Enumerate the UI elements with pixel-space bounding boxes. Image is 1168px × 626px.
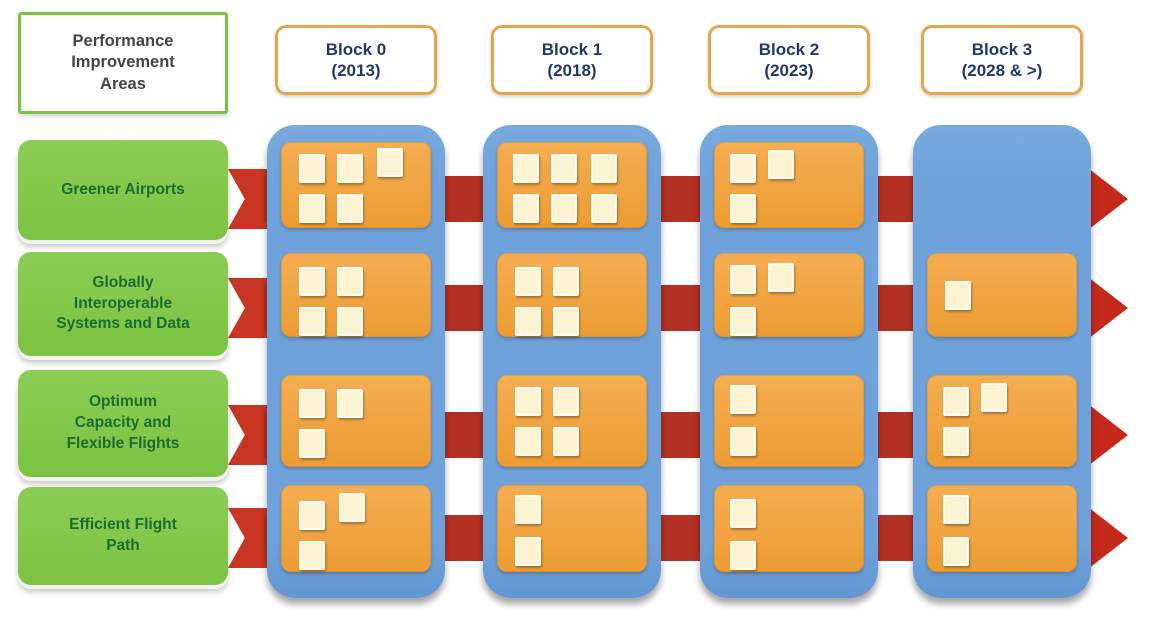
block2-title: Block 2 bbox=[758, 39, 820, 59]
module-box-block0-optimum-capacity-and-flexible-flights bbox=[281, 375, 431, 467]
module-square bbox=[515, 537, 541, 566]
block-header-block3: Block 3 (2028 & >) bbox=[921, 25, 1083, 95]
module-box-block3-optimum-capacity-and-flexible-flights bbox=[927, 375, 1077, 467]
module-square bbox=[943, 537, 969, 566]
module-square bbox=[299, 429, 325, 458]
module-square bbox=[337, 154, 363, 183]
module-square bbox=[515, 427, 541, 456]
module-square bbox=[730, 154, 756, 183]
block-header-block2: Block 2 (2023) bbox=[708, 25, 870, 95]
module-square bbox=[513, 154, 539, 183]
module-square bbox=[299, 307, 325, 336]
module-square bbox=[730, 194, 756, 223]
module-box-block3-efficient-flight-path bbox=[927, 485, 1077, 572]
module-box-block3-globally-interoperable-systems-and-data bbox=[927, 253, 1077, 337]
module-square bbox=[299, 267, 325, 296]
module-box-block2-globally-interoperable-systems-and-data bbox=[714, 253, 864, 337]
module-box-block1-efficient-flight-path bbox=[497, 485, 647, 572]
module-box-block0-greener-airports bbox=[281, 142, 431, 228]
module-square bbox=[730, 427, 756, 456]
module-square bbox=[553, 267, 579, 296]
row-label-greener-airports: Greener Airports bbox=[18, 140, 228, 240]
block-column-block1 bbox=[483, 125, 661, 598]
block-column-block0 bbox=[267, 125, 445, 598]
row-label-text: Optimum Capacity and Flexible Flights bbox=[66, 393, 180, 452]
module-square bbox=[339, 493, 365, 522]
module-square bbox=[981, 383, 1007, 412]
module-square bbox=[553, 307, 579, 336]
arrow-head-icon bbox=[1088, 404, 1128, 466]
module-square bbox=[513, 194, 539, 223]
module-box-block1-optimum-capacity-and-flexible-flights bbox=[497, 375, 647, 467]
block1-year: (2018) bbox=[547, 61, 597, 80]
block3-title: Block 3 bbox=[971, 39, 1033, 59]
row-label-optimum-capacity-and-flexible-flights: Optimum Capacity and Flexible Flights bbox=[18, 370, 228, 477]
block-column-block3 bbox=[913, 125, 1091, 598]
module-square bbox=[730, 307, 756, 336]
module-square bbox=[943, 495, 969, 524]
module-square bbox=[730, 385, 756, 414]
module-square bbox=[377, 148, 403, 177]
row-label-globally-interoperable-systems-and-data: Globally Interoperable Systems and Data bbox=[18, 252, 228, 356]
module-square bbox=[768, 150, 794, 179]
arrow-head-icon bbox=[1088, 277, 1128, 339]
row-label-text: Globally Interoperable Systems and Data bbox=[56, 273, 190, 333]
module-box-block2-efficient-flight-path bbox=[714, 485, 864, 572]
block-column-block2 bbox=[700, 125, 878, 598]
module-box-block0-efficient-flight-path bbox=[281, 485, 431, 572]
module-box-block0-globally-interoperable-systems-and-data bbox=[281, 253, 431, 337]
block0-year: (2013) bbox=[331, 61, 381, 80]
row-label-text: Greener Airports bbox=[61, 180, 185, 198]
module-square bbox=[515, 387, 541, 416]
arrow-head-icon bbox=[1088, 507, 1128, 569]
pia-label: Performance Improvement Areas bbox=[71, 31, 175, 93]
module-box-block1-greener-airports bbox=[497, 142, 647, 228]
arrow-head-icon bbox=[1088, 168, 1128, 230]
module-square bbox=[299, 154, 325, 183]
module-square bbox=[551, 154, 577, 183]
module-square bbox=[943, 427, 969, 456]
module-square bbox=[299, 194, 325, 223]
module-square bbox=[337, 267, 363, 296]
module-square bbox=[337, 194, 363, 223]
module-square bbox=[553, 427, 579, 456]
module-box-block1-globally-interoperable-systems-and-data bbox=[497, 253, 647, 337]
module-square bbox=[515, 495, 541, 524]
block-header-block1: Block 1 (2018) bbox=[491, 25, 653, 95]
module-square bbox=[337, 389, 363, 418]
module-square bbox=[515, 267, 541, 296]
module-square bbox=[299, 541, 325, 570]
module-square bbox=[730, 541, 756, 570]
module-square bbox=[945, 281, 971, 310]
module-square bbox=[551, 194, 577, 223]
block-header-block0: Block 0 (2013) bbox=[275, 25, 437, 95]
module-square bbox=[730, 499, 756, 528]
module-square bbox=[299, 501, 325, 530]
row-label-efficient-flight-path: Efficient Flight Path bbox=[18, 487, 228, 585]
block0-title: Block 0 bbox=[325, 39, 387, 59]
block1-title: Block 1 bbox=[541, 39, 603, 59]
block2-year: (2023) bbox=[764, 61, 814, 80]
module-square bbox=[515, 307, 541, 336]
module-square bbox=[337, 307, 363, 336]
module-square bbox=[553, 387, 579, 416]
performance-improvement-areas-header: Performance Improvement Areas bbox=[18, 12, 228, 114]
module-square bbox=[730, 265, 756, 294]
module-box-block2-greener-airports bbox=[714, 142, 864, 228]
module-box-block2-optimum-capacity-and-flexible-flights bbox=[714, 375, 864, 467]
row-label-text: Efficient Flight Path bbox=[69, 516, 177, 554]
module-square bbox=[591, 154, 617, 183]
block3-year: (2028 & >) bbox=[961, 61, 1043, 80]
module-square bbox=[768, 263, 794, 292]
module-square bbox=[299, 389, 325, 418]
module-square bbox=[943, 387, 969, 416]
module-square bbox=[591, 194, 617, 223]
